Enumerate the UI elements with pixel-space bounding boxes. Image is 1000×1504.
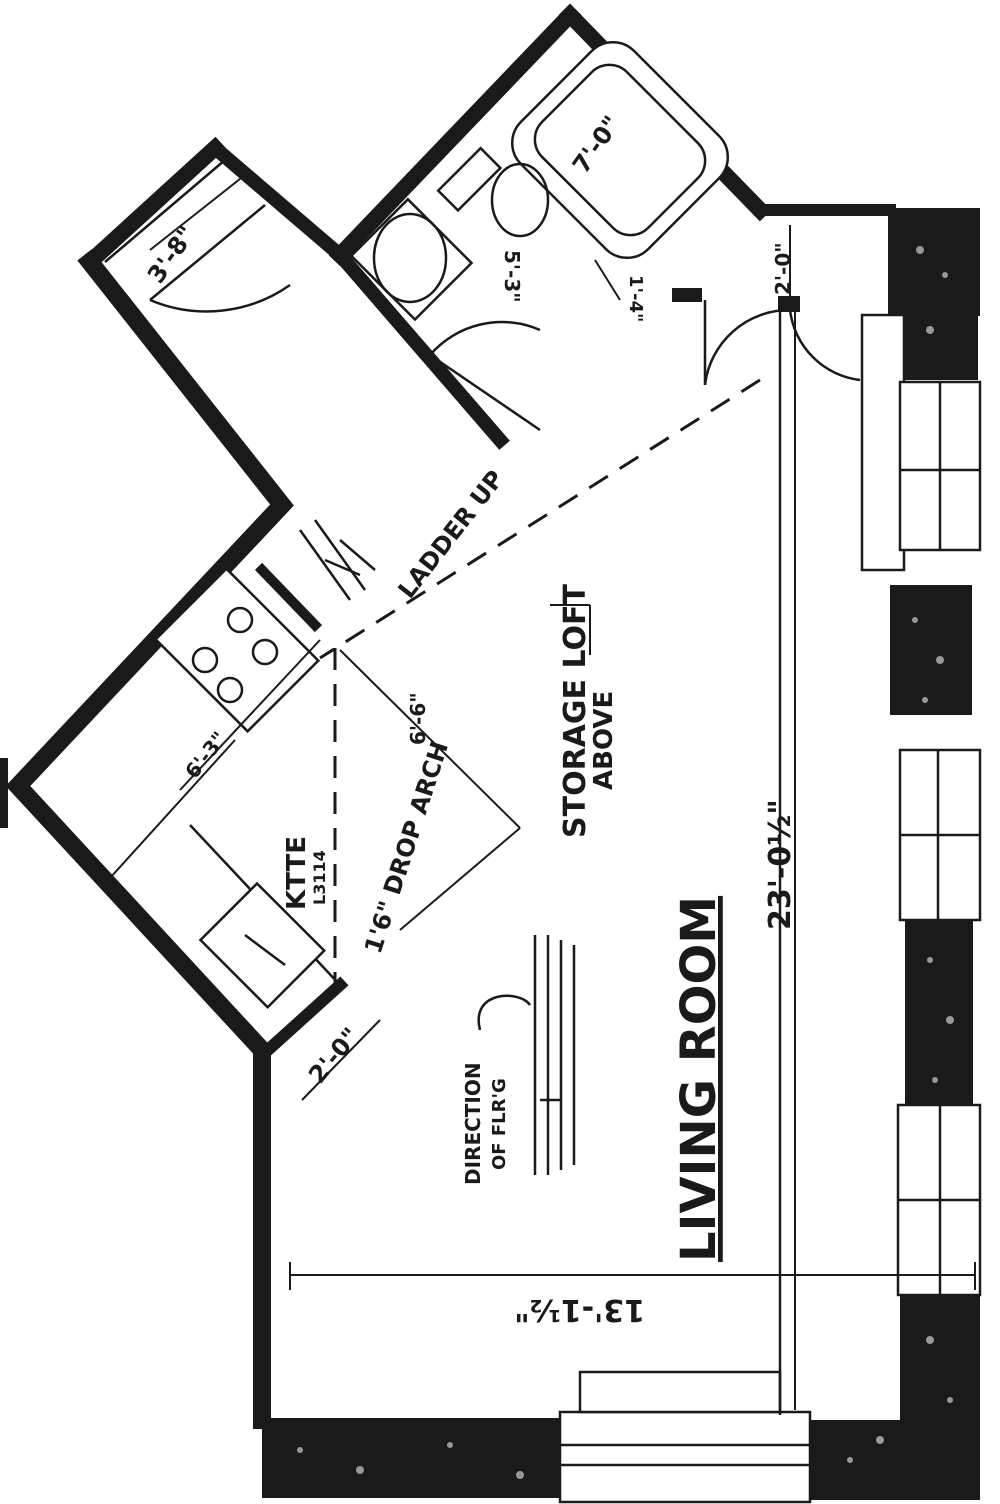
flooring-direction-label: DIRECTION	[461, 1062, 485, 1185]
storage-loft-label: STORAGE LOFT	[558, 584, 593, 838]
flooring-direction-label-2: OF FLR'G	[489, 1078, 510, 1170]
dimension-bath-width: 5'-3"	[500, 250, 524, 303]
kitchenette	[109, 566, 341, 1009]
dimension-width: 13'-1½"	[514, 1292, 645, 1327]
flooring-direction-hatch	[477, 935, 576, 1175]
wall-texture	[297, 246, 954, 1479]
wall-stub-left	[0, 758, 8, 828]
exterior-wall-bottom	[262, 1418, 943, 1500]
storage-loft-edge	[319, 378, 761, 660]
dimension-arch-depth: 6'-6"	[406, 692, 430, 745]
dimension-bath-small: 1'-4"	[625, 275, 646, 322]
living-room-label: LIVING ROOM	[671, 896, 727, 1262]
dimension-hall: 2'-0"	[303, 1022, 365, 1088]
dimension-closet: 3'-8"	[142, 221, 201, 289]
dimension-door-offset: 2'-0"	[771, 242, 795, 295]
window-right-2	[898, 748, 982, 922]
dimension-length: 23'-0½"	[763, 799, 798, 930]
closet	[104, 159, 291, 313]
window-right-3	[896, 1103, 982, 1297]
ladder-up-label: LADDER UP	[393, 465, 510, 604]
window-right-1	[860, 313, 982, 572]
ladder	[298, 519, 376, 601]
entry-door	[672, 225, 861, 1415]
window-bottom	[558, 1370, 812, 1504]
dimension-kitchen-width: 6'-3"	[180, 727, 231, 783]
kitchen-label: KTTE	[282, 836, 312, 910]
kitchen-sub-label: L3114	[310, 850, 329, 905]
dimension-lines	[289, 310, 976, 1410]
storage-loft-label-2: ABOVE	[589, 691, 619, 790]
bathroom	[349, 40, 730, 432]
